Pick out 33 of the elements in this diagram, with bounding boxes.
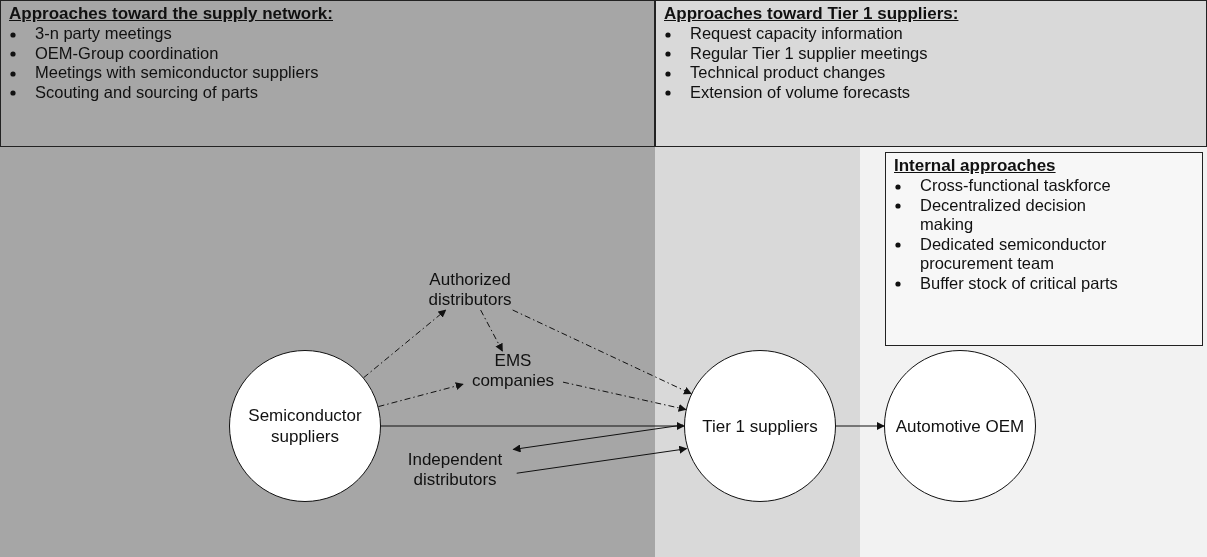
list-item: Decentralized decision making [894, 195, 1137, 235]
list-item: Meetings with semiconductor suppliers [9, 63, 646, 83]
arrow [377, 382, 464, 408]
arrow [380, 422, 685, 430]
list-item: Regular Tier 1 supplier meetings [664, 43, 1198, 63]
box-heading: Approaches toward Tier 1 suppliers: [664, 4, 960, 24]
list-item: Technical product changes [664, 63, 1198, 83]
list-item: OEM-Group coordination [9, 43, 646, 63]
node-text: Semiconductor suppliers [247, 405, 363, 447]
box-heading: Approaches toward the supply network: [9, 4, 334, 24]
list-item: Dedicated semiconductor procurement team [894, 234, 1137, 274]
arrow [562, 381, 687, 412]
info-box [0, 0, 655, 147]
arrow [516, 445, 688, 474]
arrow [480, 309, 503, 352]
list-item: 3-n party meetings [9, 24, 646, 44]
arrow [363, 309, 447, 379]
node-text: Tier 1 suppliers [702, 415, 818, 437]
list-item: Request capacity information [664, 24, 1198, 44]
node-label: EMS companies [463, 351, 563, 391]
list-item: Buffer stock of critical parts [894, 273, 1137, 293]
arrow [512, 424, 684, 453]
info-box [885, 152, 1203, 346]
arrow [835, 422, 885, 430]
list-item: Extension of volume forecasts [664, 82, 1198, 102]
list-item: Scouting and sourcing of parts [9, 82, 646, 102]
node-text: Automotive OEM [895, 415, 1025, 437]
box-heading: Internal approaches [894, 156, 1057, 176]
info-box [655, 0, 1207, 147]
arrow [512, 309, 692, 395]
list-item: Cross-functional taskforce [894, 176, 1137, 196]
node-label: Authorized distributors [415, 270, 525, 310]
node-label: Independent distributors [395, 450, 515, 490]
